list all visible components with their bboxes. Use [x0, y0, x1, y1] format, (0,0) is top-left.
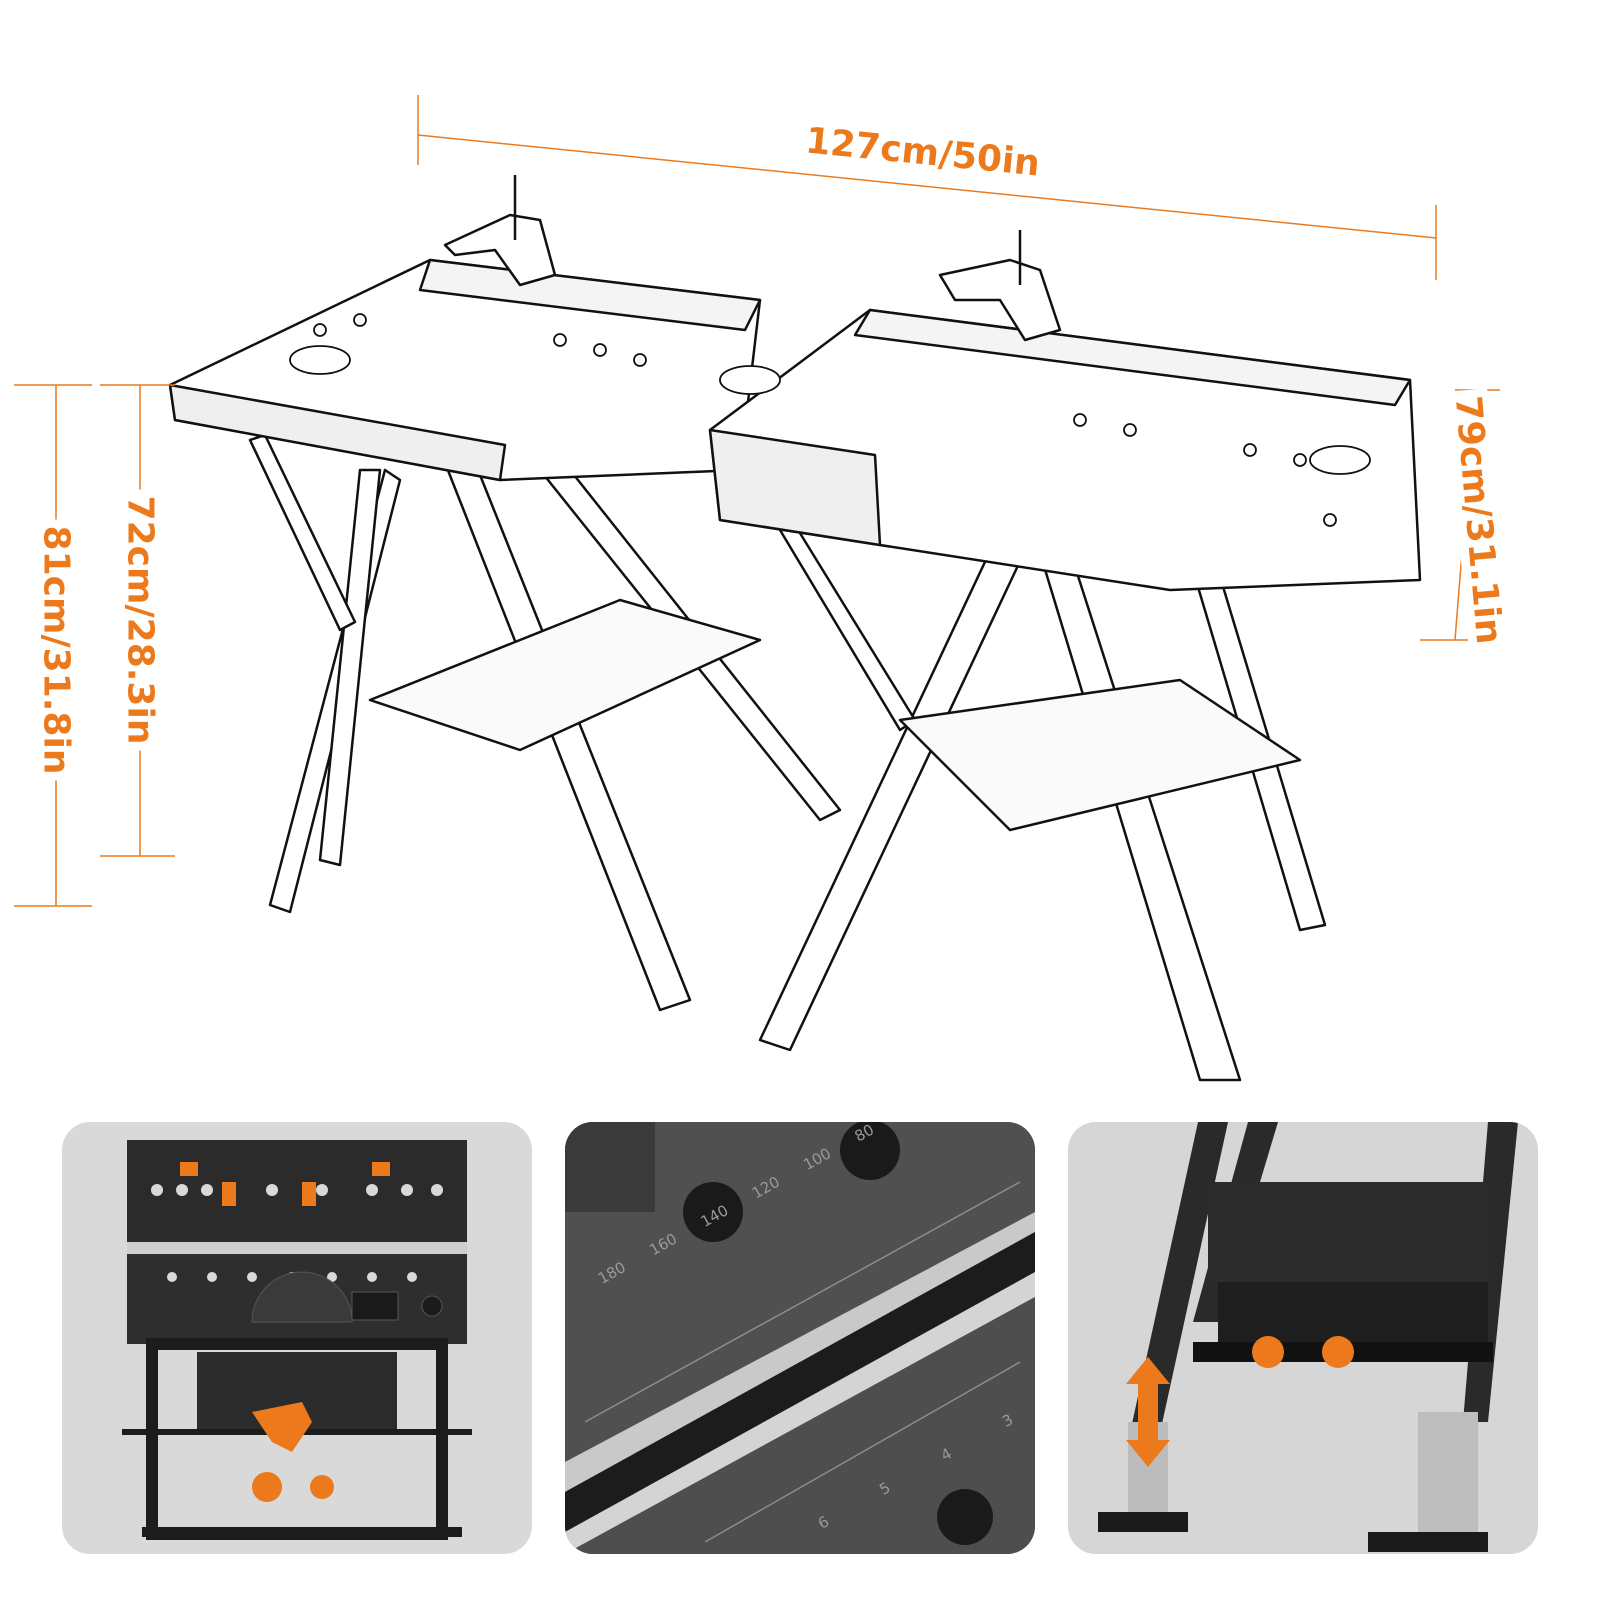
leg-adjust-image: [1068, 1122, 1538, 1554]
scale-closeup-image: [565, 1122, 1035, 1554]
scale-closeup-panel: 20 40 60 80 100 120 140 160 180 3 4 5 6: [565, 1122, 1035, 1554]
total-height-dimension-label: 81cm/31.8in: [35, 519, 77, 781]
low-height-dimension-label: 72cm/28.3in: [119, 489, 161, 751]
front-view-image: [122, 1140, 472, 1540]
leg-adjust-panel: [1068, 1122, 1538, 1554]
workbench-line-drawing: [14, 95, 1500, 1082]
front-view-panel: [62, 1122, 532, 1554]
